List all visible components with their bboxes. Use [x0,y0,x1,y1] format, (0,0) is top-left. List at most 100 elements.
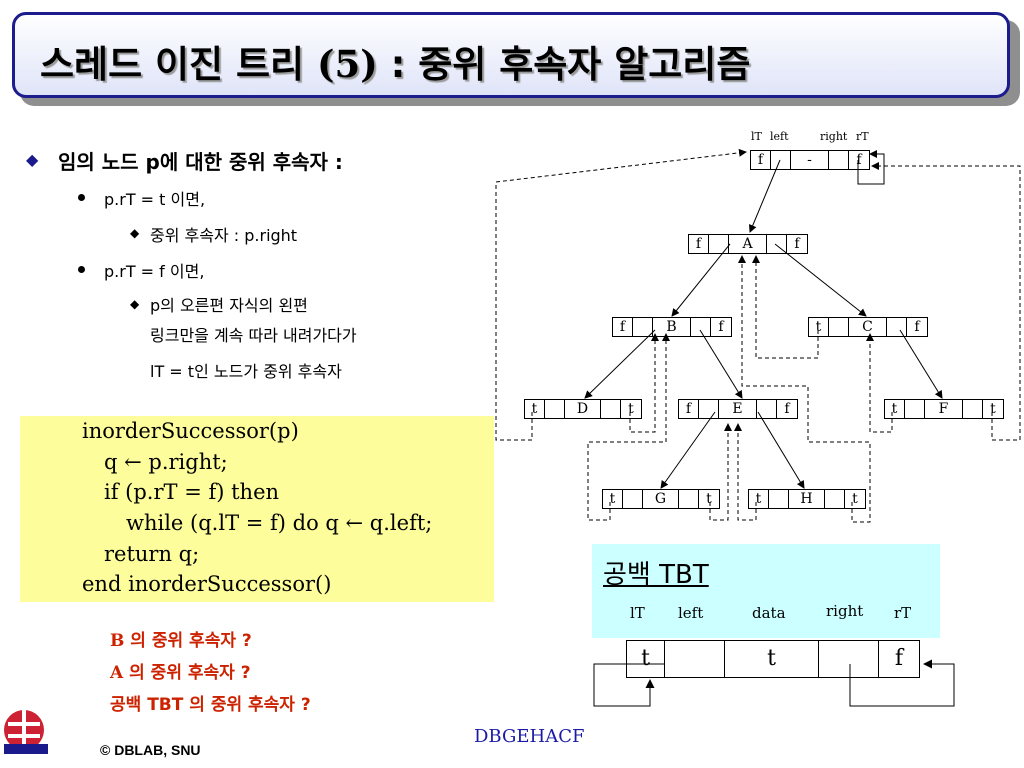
dot-bullet-icon [78,194,85,201]
thread-h-left [734,423,757,521]
node-left [709,235,729,253]
code-line-4: while (q.lT = f) do q ← q.left; [126,511,433,535]
question-2-node: A [110,663,124,683]
code-line-6: end inorderSuccessor() [82,572,332,596]
question-2: A 의 중위 후속자 ? [110,658,251,683]
tbt-cell-right [819,641,879,677]
link-b-d [584,329,656,399]
bullet-case2-sub-3: lT = t인 노드가 중위 후속자 [150,362,342,381]
node-right [887,318,907,336]
tbt-cell-data: t [725,641,819,677]
thread-g-left [587,333,670,521]
footer-copyright: © DBLAB, SNU [100,742,201,758]
node-lt: t [603,490,623,508]
dot-bullet-icon [78,266,85,273]
node-lt: f [751,151,771,169]
tbt-left-self-link [593,663,664,707]
thread-g-right [709,423,732,521]
bullet-case2-sub-1: p의 오른편 자식의 왼편 [150,296,308,315]
node-left [771,151,791,169]
question-3-text: 공백 TBT 의 중위 후속자 ? [110,695,311,715]
empty-tbt-node: t t f [626,640,920,678]
node-right [691,318,711,336]
node-right [767,235,787,253]
node-left [905,400,925,418]
empty-tbt-title: 공백 TBT [603,560,709,590]
node-rt: t [852,491,858,507]
code-line-3: if (p.rT = f) then [104,480,280,504]
answer-sequence: DBGEHACF [474,726,585,747]
thread-f-left [866,333,893,433]
link-e-g [660,411,716,489]
code-block [20,416,494,602]
node-lt: t [525,400,545,418]
code-line-2: q ← p.right; [104,450,228,474]
link-head-a [749,159,781,233]
node-left [829,318,849,336]
node-rt: t [990,401,996,417]
header-label-rt: rT [856,130,869,143]
node-data: B [653,318,691,336]
dblab-logo-icon [0,700,76,768]
node-right [825,490,845,508]
node-rt: f [718,319,724,335]
link-e-h [757,411,805,489]
tbt-cell-left [665,641,725,677]
node-data: E [719,400,757,418]
thread-c-left [752,255,819,359]
link-c-f [899,329,943,399]
node-right [963,400,983,418]
node-data: F [925,400,963,418]
bullet-case2: p.rT = f 이면, [104,262,205,281]
node-lt: t [885,400,905,418]
thread-d-left [495,148,747,441]
header-label-right: right [820,130,848,143]
node-left [699,400,719,418]
bullet-main: 임의 노드 p에 대한 중위 후속자 : [58,150,343,174]
node-right [601,400,621,418]
node-rt: t [628,401,634,417]
node-data: C [849,318,887,336]
node-right [829,151,849,169]
node-rt: f [856,152,862,168]
title-korean-1: 스레드 이진 트리 [40,43,317,86]
tbt-label-left: left [678,604,704,622]
code-line-1: inorderSuccessor(p) [82,419,299,443]
tbt-cell-rt: f [894,646,904,671]
bullet-case1: p.rT = t 이면, [104,190,206,209]
node-left [633,318,653,336]
link-b-e [699,329,743,399]
bullet-case1-sub: 중위 후속자 : p.right [150,226,298,245]
tbt-label-lt: lT [630,604,645,622]
tbt-cell-lt: t [627,641,665,677]
diamond-bullet-icon: ◆ [26,150,39,169]
tbt-right-self-link [849,659,955,707]
node-left [769,490,789,508]
link-head-self [857,150,885,185]
title-korean-2: : 중위 후속자 알고리즘 [377,43,751,86]
title-number: (5) [316,42,378,86]
diamond-bullet-icon: ◆ [130,226,140,240]
link-a-b [671,243,731,317]
tbt-label-data: data [752,604,786,622]
question-1: B 의 중위 후속자 ? [110,626,252,651]
node-lt: f [613,318,633,336]
node-right [679,490,699,508]
question-1-text: 의 중위 후속자 ? [124,631,252,651]
title-banner [12,12,1010,98]
node-data: A [729,235,767,253]
node-lt: t [809,318,829,336]
tbt-label-right: right [826,602,864,620]
question-1-node: B [110,631,125,651]
tree-node-head: f-f [750,150,870,170]
node-lt: t [749,490,769,508]
